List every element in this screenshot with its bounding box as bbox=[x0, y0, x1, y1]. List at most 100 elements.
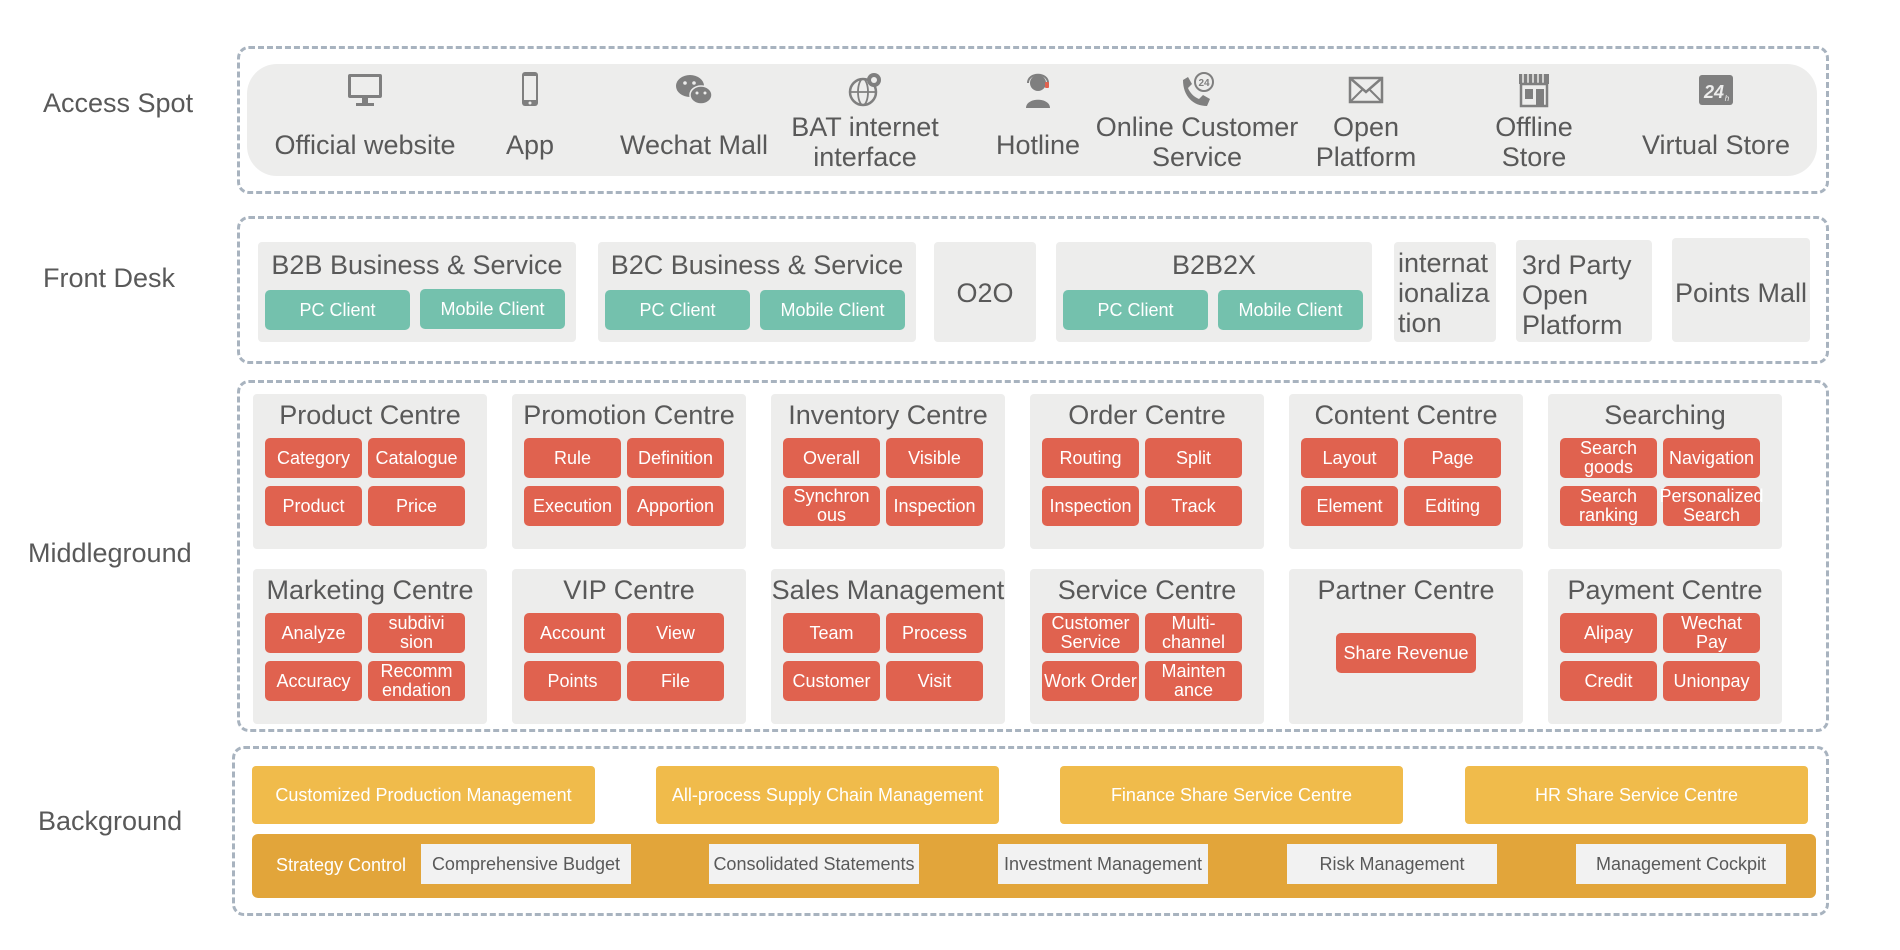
wechat-icon bbox=[676, 75, 713, 105]
front-desk-frame bbox=[237, 216, 1829, 364]
centre-item-button[interactable]: Credit bbox=[1560, 661, 1657, 701]
centre-item-button[interactable]: Layout bbox=[1301, 438, 1398, 478]
access-item-bat-interface[interactable]: BAT internet interface bbox=[782, 70, 948, 180]
access-item-official-website[interactable]: Official website bbox=[262, 70, 468, 180]
centre-item-button[interactable]: Alipay bbox=[1560, 613, 1657, 653]
layer-label-middleground: Middleground bbox=[28, 538, 192, 568]
centre-item-button[interactable]: View bbox=[627, 613, 724, 653]
centre-item-button[interactable]: Execution bbox=[524, 486, 621, 526]
centre-item-button[interactable]: Inspection bbox=[886, 486, 983, 526]
access-item-virtual-store[interactable]: 24 h Virtual Store bbox=[1634, 70, 1798, 180]
strategy-item-consolidated-statements[interactable]: Consolidated Statements bbox=[709, 844, 919, 884]
centre-item-button[interactable]: Routing bbox=[1042, 438, 1139, 478]
svg-text:24: 24 bbox=[1198, 78, 1210, 89]
centre-item-button[interactable]: Wechat Pay bbox=[1663, 613, 1760, 653]
centre-item-button[interactable]: Definition bbox=[627, 438, 724, 478]
centre-item-button[interactable]: Visible bbox=[886, 438, 983, 478]
centre-item-button[interactable]: Customer Service bbox=[1042, 613, 1139, 653]
access-item-label: Open Platform bbox=[1315, 112, 1417, 172]
o2o-box[interactable] bbox=[934, 242, 1036, 342]
centre-item-button[interactable]: Unionpay bbox=[1663, 661, 1760, 701]
internationalization-box[interactable] bbox=[1394, 242, 1496, 342]
centre-item-button[interactable]: Customer bbox=[783, 661, 880, 701]
service-hr-share[interactable]: HR Share Service Centre bbox=[1465, 766, 1808, 824]
centre-item-button[interactable]: subdivi sion bbox=[368, 613, 465, 653]
centre-item-button[interactable]: Category bbox=[265, 438, 362, 478]
centre-item-button[interactable]: Navigation bbox=[1663, 438, 1760, 478]
access-item-open-platform[interactable]: Open Platform bbox=[1306, 70, 1426, 180]
centre-item-button[interactable]: Search goods bbox=[1560, 438, 1657, 478]
centre-item-button[interactable]: Personalized Search bbox=[1659, 486, 1764, 526]
centre-item-button[interactable]: Product bbox=[265, 486, 362, 526]
centre-item-button[interactable]: Mainten ance bbox=[1145, 661, 1242, 701]
access-item-wechat-mall[interactable]: Wechat Mall bbox=[606, 70, 782, 180]
centre-item-button[interactable]: Apportion bbox=[627, 486, 724, 526]
centre-item-button[interactable]: Rule bbox=[524, 438, 621, 478]
access-item-label: Virtual Store bbox=[1641, 130, 1791, 160]
centre-card-title: VIP Centre bbox=[563, 575, 695, 605]
layer-label-background: Background bbox=[38, 806, 183, 836]
centre-card-title: Inventory Centre bbox=[788, 400, 988, 430]
layer-label-front-desk: Front Desk bbox=[43, 263, 176, 293]
centre-item-button[interactable]: Split bbox=[1145, 438, 1242, 478]
strategy-item-management-cockpit[interactable]: Management Cockpit bbox=[1576, 844, 1786, 884]
access-item-label: BAT internet interface bbox=[791, 112, 939, 172]
b2c-mobile-client-button[interactable]: Mobile Client bbox=[760, 290, 905, 330]
third-party-platform-label: 3rd Party Open Platform bbox=[1522, 250, 1632, 340]
centre-card-title: Marketing Centre bbox=[266, 575, 474, 605]
b2b-pc-client-button[interactable]: PC Client bbox=[265, 290, 410, 330]
centre-item-button[interactable]: Process bbox=[886, 613, 983, 653]
centre-item-button[interactable]: Page bbox=[1404, 438, 1501, 478]
phone-icon bbox=[522, 72, 538, 106]
centre-item-button[interactable]: Recomm endation bbox=[368, 661, 465, 701]
centre-item-button[interactable]: Work Order bbox=[1042, 661, 1139, 701]
b2b2x-title: B2B2X bbox=[1171, 250, 1257, 280]
phone-24-icon: 24 bbox=[1183, 72, 1214, 106]
centre-item-button[interactable]: Editing bbox=[1404, 486, 1501, 526]
centre-item-button[interactable]: Catalogue bbox=[368, 438, 465, 478]
centre-item-button[interactable]: Overall bbox=[783, 438, 880, 478]
centre-item-button[interactable]: Multi- channel bbox=[1145, 613, 1242, 653]
centre-item-button[interactable]: Team bbox=[783, 613, 880, 653]
access-item-hotline[interactable]: Hotline bbox=[978, 70, 1098, 180]
centre-item-button[interactable]: Search ranking bbox=[1560, 486, 1657, 526]
b2c-pc-client-button[interactable]: PC Client bbox=[605, 290, 750, 330]
b2b2x-mobile-client-button[interactable]: Mobile Client bbox=[1218, 290, 1363, 330]
centre-item-button[interactable]: File bbox=[627, 661, 724, 701]
storefront-icon bbox=[1519, 74, 1549, 108]
centre-item-button[interactable]: Accuracy bbox=[265, 661, 362, 701]
globe-icon bbox=[848, 73, 881, 107]
access-spot-frame bbox=[237, 46, 1829, 194]
strategy-item-investment-management[interactable]: Investment Management bbox=[998, 844, 1208, 884]
centre-item-button[interactable]: Synchron ous bbox=[783, 486, 880, 526]
centre-item-button[interactable]: Visit bbox=[886, 661, 983, 701]
centre-item-button[interactable]: Inspection bbox=[1042, 486, 1139, 526]
b2b-mobile-client-button[interactable]: Mobile Client bbox=[420, 289, 565, 329]
access-item-offline-store[interactable]: Offline Store bbox=[1484, 70, 1584, 180]
strategy-item-comprehensive-budget[interactable]: Comprehensive Budget bbox=[421, 844, 631, 884]
third-party-platform-box[interactable] bbox=[1516, 240, 1652, 342]
centre-item-button[interactable]: Account bbox=[524, 613, 621, 653]
access-item-online-service[interactable]: 24 Online Customer Service bbox=[1092, 70, 1302, 180]
service-supply-chain[interactable]: All-process Supply Chain Management bbox=[656, 766, 999, 824]
access-item-label: Offline Store bbox=[1495, 112, 1573, 172]
centre-item-button[interactable]: Points bbox=[524, 661, 621, 701]
access-item-app[interactable]: App bbox=[490, 70, 570, 180]
points-mall-box[interactable] bbox=[1672, 238, 1810, 342]
monitor-icon bbox=[348, 74, 382, 106]
centre-item-button[interactable]: Share Revenue bbox=[1336, 633, 1476, 673]
strategy-item-risk-management[interactable]: Risk Management bbox=[1287, 844, 1497, 884]
centre-item-button[interactable]: Track bbox=[1145, 486, 1242, 526]
centre-item-button[interactable]: Analyze bbox=[265, 613, 362, 653]
b2b2x-pc-client-button[interactable]: PC Client bbox=[1063, 290, 1208, 330]
centre-item-button[interactable]: Element bbox=[1301, 486, 1398, 526]
centre-item-button[interactable]: Price bbox=[368, 486, 465, 526]
service-customized-production[interactable]: Customized Production Management bbox=[252, 766, 595, 824]
service-finance-share[interactable]: Finance Share Service Centre bbox=[1060, 766, 1403, 824]
